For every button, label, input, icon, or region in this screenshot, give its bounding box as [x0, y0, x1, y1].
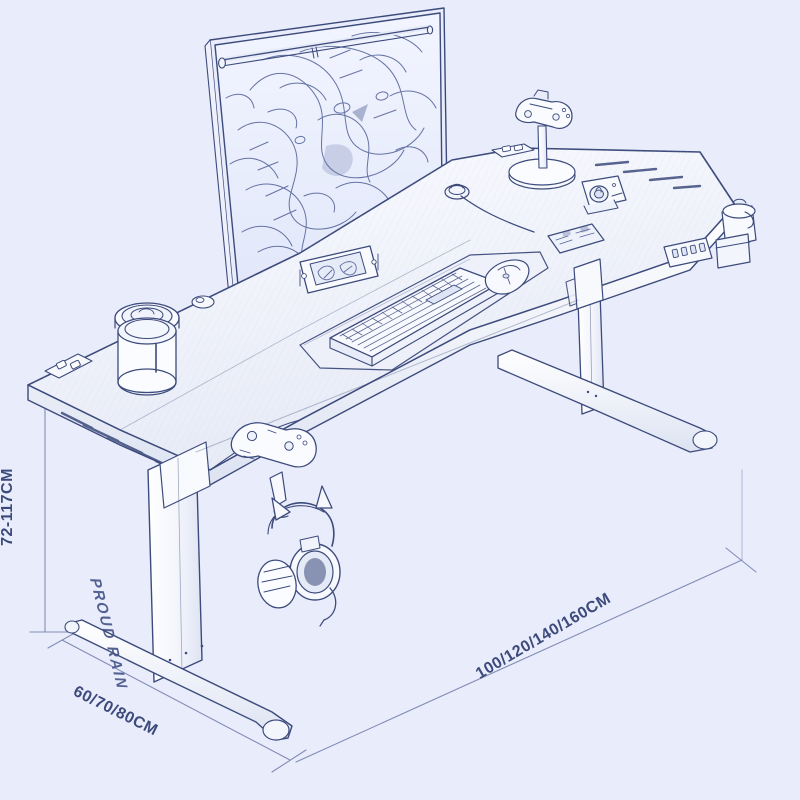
gamepad-on-stand [508, 89, 576, 190]
desk-leg-right [497, 258, 718, 453]
monitor-light-bar [218, 24, 434, 69]
desk-knob [191, 295, 215, 309]
cup-holder [715, 198, 757, 269]
smartphone [547, 223, 605, 254]
usb-hub [663, 237, 713, 268]
desk-leg-left [64, 441, 293, 741]
webcam [581, 175, 627, 215]
control-panel [44, 353, 93, 379]
gamepad-left [230, 422, 317, 468]
screen-artwork [225, 32, 437, 267]
led-strips-right [594, 160, 702, 190]
handheld-console [299, 245, 379, 294]
dimension-lines [29, 392, 757, 773]
cable-grommet [444, 183, 535, 233]
tumbler-cup [114, 302, 180, 396]
curved-monitor [204, 7, 448, 313]
socket-panel [491, 143, 535, 158]
gaming-mouse [484, 259, 530, 295]
dimension-label-height: 72-117CM [0, 468, 16, 546]
cat-ear-headset [257, 485, 341, 627]
mechanical-keyboard [329, 267, 501, 367]
